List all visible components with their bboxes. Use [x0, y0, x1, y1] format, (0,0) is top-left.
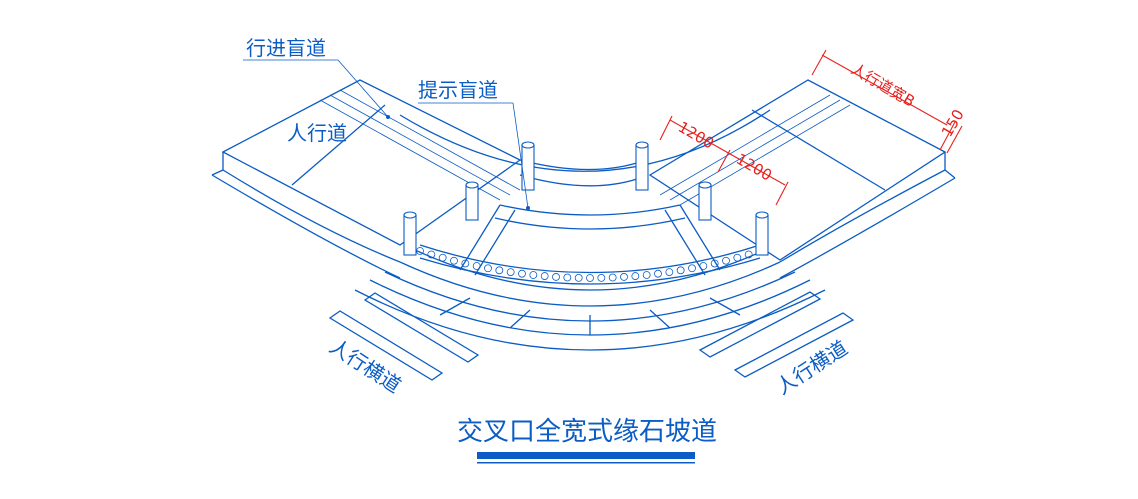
tactile-dot — [450, 256, 458, 265]
tactile-dot — [631, 272, 640, 280]
tactile-dot — [427, 250, 436, 259]
warning-tactile-path — [419, 204, 761, 285]
tactile-dot — [529, 271, 538, 279]
tactile-dot — [642, 271, 651, 279]
tactile-dot — [733, 253, 742, 262]
tactile-dot — [608, 273, 617, 282]
bollard — [698, 181, 712, 221]
tactile-dot — [665, 268, 674, 277]
crosswalk-right — [698, 291, 855, 378]
drawing-title: 交叉口全宽式缘石坡道 — [457, 417, 717, 447]
tactile-dot — [744, 250, 753, 259]
tactile-dot — [699, 262, 708, 270]
tactile-dot — [438, 253, 447, 262]
bollard — [635, 141, 649, 191]
ramp-curves — [354, 109, 826, 351]
tactile-dot — [654, 269, 662, 278]
dimension-1200-b: 1200 — [733, 150, 775, 185]
tactile-dot — [484, 264, 492, 273]
tactile-dot — [540, 272, 549, 280]
bollard — [403, 211, 417, 256]
tactile-dot — [472, 262, 481, 270]
tactile-dot — [688, 264, 696, 273]
tactile-dot — [563, 273, 572, 282]
tactile-dots — [416, 247, 764, 282]
tactile-dot — [574, 273, 583, 282]
tactile-dot — [676, 266, 685, 275]
bollards — [403, 141, 769, 256]
crosswalk-right-label: 人行横道 — [772, 335, 852, 399]
bollard — [521, 141, 535, 191]
tactile-dot — [597, 273, 606, 282]
dimension-lines — [659, 49, 963, 206]
tactile-dot — [722, 256, 730, 265]
tactile-dot — [710, 259, 719, 268]
crosswalk-left — [328, 292, 480, 381]
title-bar-thick — [477, 452, 695, 459]
bollard — [755, 211, 769, 256]
tactile-dot — [620, 273, 628, 281]
travel-tactile-label: 行进盲道 — [246, 36, 326, 60]
tactile-dot — [495, 266, 504, 275]
right-sidewalk — [648, 79, 956, 279]
bollard — [465, 181, 479, 221]
dimension-150: 150 — [938, 106, 968, 140]
dimension-sidewalk-width: 人行道宽B — [848, 60, 918, 111]
leader-lines — [243, 59, 530, 210]
title-bar-thin — [477, 462, 695, 464]
tactile-dot — [506, 268, 515, 277]
tactile-dot — [586, 274, 594, 282]
tactile-dot — [461, 259, 470, 268]
warning-tactile-label: 提示盲道 — [418, 78, 498, 102]
tactile-dot — [552, 273, 560, 281]
tactile-dot — [518, 269, 526, 278]
sidewalk-label: 人行道 — [287, 121, 347, 145]
